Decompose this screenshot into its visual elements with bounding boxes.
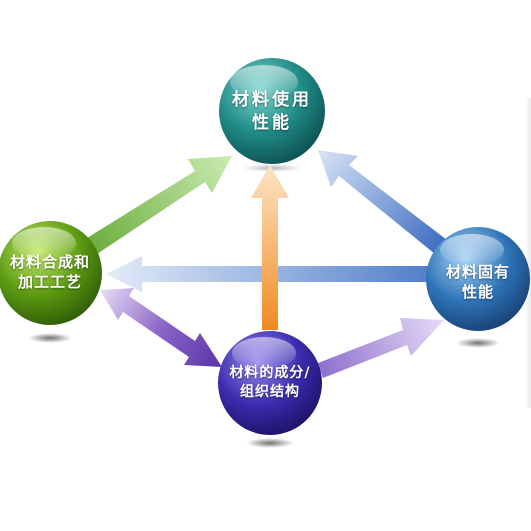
synthesis-label-line1: 材料合成和	[9, 253, 90, 271]
shadow-properties	[456, 338, 500, 348]
performance-label-line2: 性能	[252, 112, 292, 133]
arrow-synthesis-structure	[100, 288, 222, 367]
shadow-synthesis	[28, 333, 72, 343]
node-structure-label: 材料的成分/ 组织结构	[218, 364, 322, 402]
node-structure	[218, 331, 322, 435]
properties-label-line2: 性能	[461, 283, 494, 302]
synthesis-label-line2: 加工工艺	[17, 273, 82, 292]
node-synthesis	[0, 221, 102, 325]
arrow-properties-to-performance	[318, 150, 447, 254]
shadow-structure	[246, 438, 294, 448]
node-synthesis-label: 材料合成和 加工工艺	[0, 252, 100, 293]
shadow-performance	[242, 164, 302, 172]
performance-label-line1: 材料使用	[232, 90, 312, 110]
node-properties	[426, 227, 530, 331]
node-performance-label: 材料使用 性能	[222, 89, 322, 135]
arrow-synthesis-to-performance	[87, 156, 232, 254]
arrow-structure-to-properties	[318, 318, 444, 378]
node-properties-label: 材料固有 性能	[428, 262, 528, 303]
properties-label-line1: 材料固有	[445, 263, 510, 281]
structure-label-line1: 材料的成分/	[229, 365, 311, 381]
arrow-structure-to-performance	[251, 165, 289, 330]
right-edge-strip	[525, 98, 531, 408]
node-performance	[219, 58, 325, 164]
structure-label-line2: 组织结构	[240, 383, 300, 400]
